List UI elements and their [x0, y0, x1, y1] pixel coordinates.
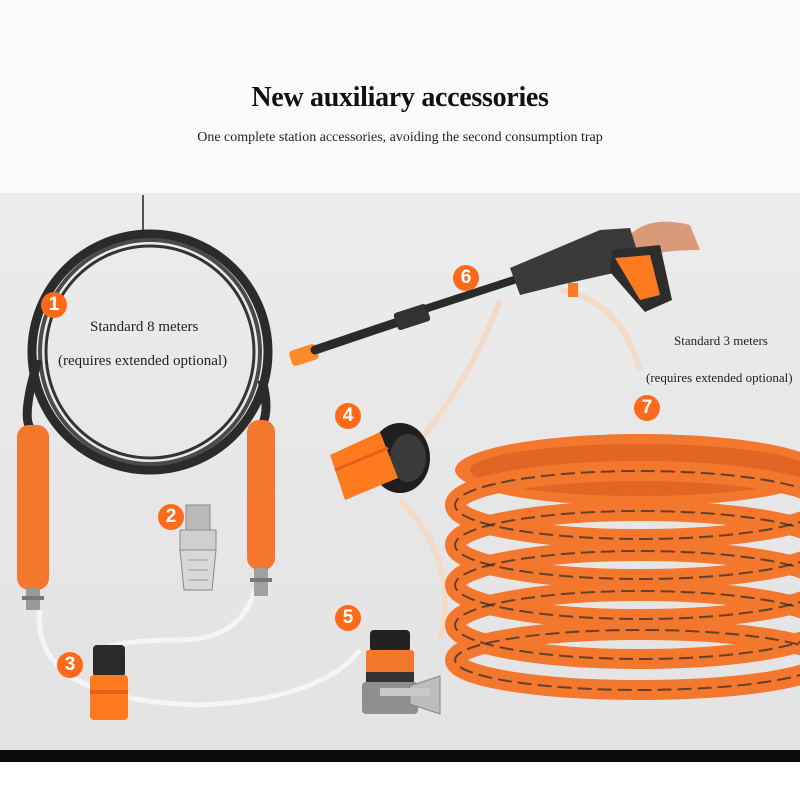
- quick-connector-icon: [90, 645, 128, 720]
- tap-adapter-icon: [330, 423, 430, 500]
- water-inlet-pipe-icon: [445, 434, 800, 700]
- spray-gun-icon: [289, 221, 700, 366]
- accessories-illustration: [17, 195, 800, 720]
- high-pressure-hose-icon: [17, 195, 275, 610]
- pipe-length-label: Standard 3 meters: [674, 333, 768, 348]
- page-subtitle: One complete station accessories, avoidi…: [197, 130, 603, 145]
- badge-5: 5: [335, 605, 361, 631]
- hose-connector-icon: [179, 504, 217, 591]
- badge-3: 3: [57, 652, 83, 678]
- badge-6: 6: [453, 265, 479, 291]
- faucet-connector-icon: [362, 630, 441, 715]
- badge-1: 1: [41, 292, 67, 318]
- product-scene: Standard 8 meters (requires extended opt…: [0, 193, 800, 750]
- hose-length-label: Standard 8 meters: [90, 319, 199, 335]
- pipe-optional-label: (requires extended optional): [646, 370, 793, 385]
- footer-band: [0, 762, 800, 800]
- page-title: New auxiliary accessories: [251, 82, 549, 113]
- bottom-divider: [0, 750, 800, 762]
- badge-2: 2: [158, 504, 184, 530]
- hose-optional-label: (requires extended optional): [58, 353, 228, 369]
- header-band: New auxiliary accessories One complete s…: [0, 0, 800, 193]
- badge-7: 7: [634, 395, 660, 421]
- badge-4: 4: [335, 403, 361, 429]
